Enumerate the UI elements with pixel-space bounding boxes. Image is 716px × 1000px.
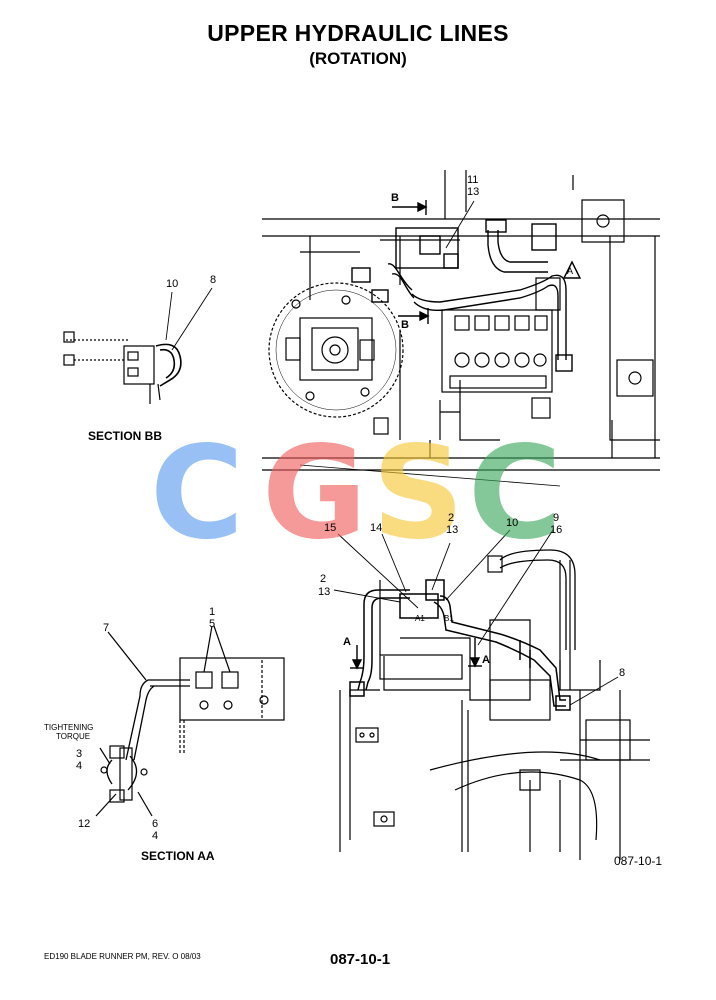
callout-5: 5	[209, 618, 216, 630]
footer-revision: ED190 BLADE RUNNER PM, REV. O 08/03	[44, 952, 201, 961]
upper-hoses	[351, 219, 573, 372]
callout-13: 13	[467, 186, 480, 198]
callout-10: 10	[166, 278, 179, 290]
view-marker-a-right: A	[482, 654, 490, 666]
watermark-letter-s: S	[372, 419, 465, 568]
view-marker-b-top: B	[391, 192, 399, 204]
callout-11: 11	[467, 174, 479, 186]
callout-16: 16	[550, 524, 563, 536]
lower-hoses	[349, 579, 571, 711]
section-a-markers	[350, 638, 482, 670]
view-marker-a-corner: A	[567, 266, 574, 276]
port-a1-label: A1	[415, 614, 425, 623]
upper-frame	[262, 170, 660, 487]
lower-frame	[339, 549, 650, 860]
page-subtitle: (ROTATION)	[309, 49, 407, 68]
watermark-letter-g: G	[262, 419, 368, 568]
callout-4: 4	[76, 760, 83, 772]
section-b-markers	[392, 200, 582, 324]
callout-2: 2	[448, 512, 455, 524]
lower-leaders	[333, 529, 619, 706]
figure-id: 087-10-1	[614, 854, 663, 868]
control-valve	[441, 277, 561, 393]
view-marker-b-bottom: B	[401, 319, 409, 331]
callout-12: 12	[78, 818, 91, 830]
callout-1: 1	[209, 606, 216, 618]
callout-6: 6	[152, 818, 159, 830]
callout-8: 8	[210, 274, 217, 286]
upper-leaders	[165, 200, 475, 351]
callout-8: 8	[619, 667, 626, 679]
callout-7: 7	[103, 622, 110, 634]
callout-15: 15	[324, 522, 337, 534]
watermark-letter-c2: C	[468, 419, 562, 568]
section-bb-label: SECTION BB	[88, 429, 163, 443]
callout-3: 3	[76, 748, 83, 760]
callout-13: 13	[318, 586, 331, 598]
view-marker-a-left: A	[343, 636, 351, 648]
callout-9: 9	[553, 512, 560, 524]
port-b1-label: B1	[444, 614, 454, 623]
section-aa-drawing	[95, 625, 285, 817]
callout-14: 14	[370, 522, 383, 534]
tightening-torque-note-line1: TIGHTENING	[44, 723, 94, 732]
tightening-torque-note-line2: TORQUE	[56, 732, 91, 741]
watermark-letter-c1: C	[150, 419, 244, 568]
callout-10: 10	[506, 517, 519, 529]
footer-page-number: 087-10-1	[330, 951, 391, 968]
callout-4: 4	[152, 830, 159, 842]
page-title: UPPER HYDRAULIC LINES	[207, 20, 509, 46]
section-aa-label: SECTION AA	[141, 849, 215, 863]
swing-motor	[268, 282, 404, 418]
callout-13: 13	[446, 524, 459, 536]
callout-2: 2	[320, 573, 327, 585]
section-bb-drawing	[63, 331, 182, 404]
